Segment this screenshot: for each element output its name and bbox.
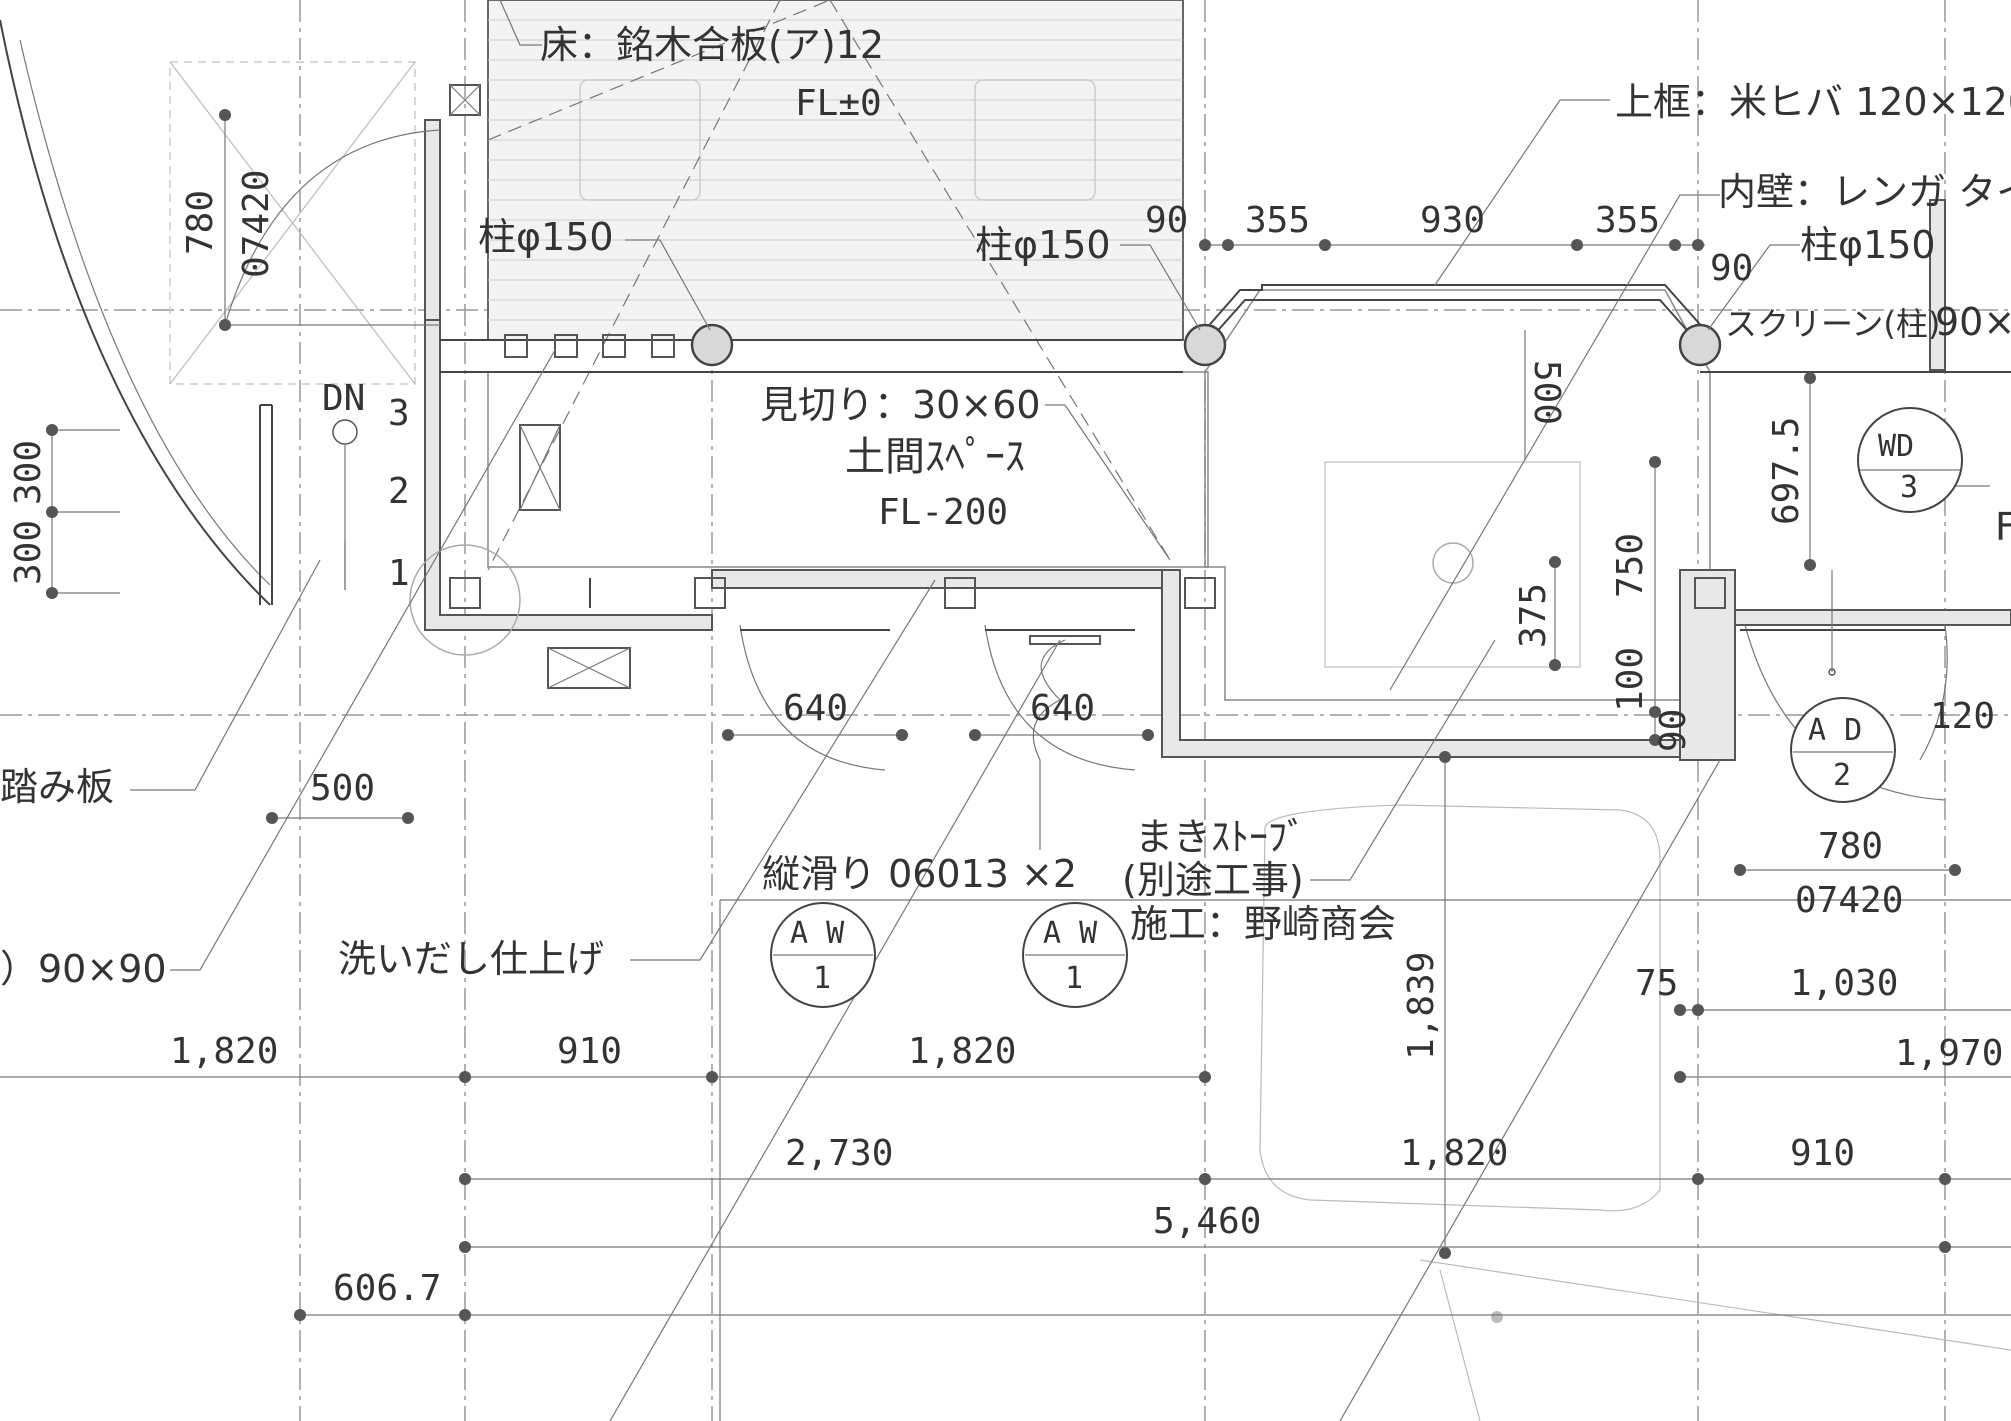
dim-90-top: 90: [1145, 200, 1188, 241]
dim-75: 75: [1635, 963, 1678, 1004]
stove: [1029, 635, 2011, 1421]
leader-lines: [130, 0, 2011, 1421]
dim-606-7: 606.7: [333, 1268, 441, 1309]
dim-07420-left: 07420: [236, 170, 277, 278]
dim-910-a: 910: [557, 1031, 622, 1072]
araidashi-label: 洗いだし仕上げ: [338, 937, 604, 981]
dim-910-b: 910: [1790, 1133, 1855, 1174]
fl-200-label: FL-200: [878, 492, 1008, 533]
dim-300b: 300: [8, 520, 49, 585]
deck-floor: [0, 19, 416, 606]
dim-1839: 1,839: [1401, 952, 1442, 1060]
dim-355b: 355: [1595, 200, 1660, 241]
svg-text:A D: A D: [1808, 713, 1862, 748]
floor-finish-label: 床：銘木合板(ア)12: [540, 23, 884, 67]
dim-500-mid: 500: [1526, 360, 1567, 425]
column-left-label: 柱φ150: [478, 215, 614, 259]
dim-90-mid: 90: [1653, 709, 1694, 752]
step-3-label: 3: [388, 393, 410, 434]
column-right-label: 柱φ150: [1800, 223, 1936, 267]
aw-1-tag-left: A W 1: [770, 902, 876, 1008]
column-mid-label: 柱φ150: [975, 223, 1111, 267]
dim-300a: 300: [8, 440, 49, 505]
svg-text:A W: A W: [1043, 916, 1098, 951]
dim-100: 100: [1610, 647, 1651, 712]
dim-90-top2: 90: [1710, 248, 1753, 289]
stove-contractor-label: 施工：野崎商会: [1130, 902, 1396, 946]
column-right: [1678, 323, 1722, 367]
dim-1970: 1,970: [1895, 1033, 2003, 1074]
dim-120: 120: [1930, 696, 1995, 737]
column-90-label: ）90×90: [0, 947, 167, 991]
dim-1820-b: 1,820: [908, 1031, 1016, 1072]
dim-780-left: 780: [180, 190, 221, 255]
step-2-label: 2: [388, 471, 410, 512]
dim-930: 930: [1420, 200, 1485, 241]
fl-zero-label: FL±0: [795, 83, 882, 124]
column-left: [690, 323, 734, 367]
svg-text:1: 1: [1065, 961, 1083, 996]
mikiri-label: 見切り：30×60: [760, 383, 1041, 427]
svg-text:3: 3: [1900, 470, 1918, 505]
stove-label: まきｽﾄｰﾌﾞ: [1135, 815, 1306, 859]
sill-blocks: [449, 334, 1726, 689]
labels: 床：銘木合板(ア)12 FL±0 上框：米ヒバ 120×120 内壁：レンガ タ…: [0, 23, 2011, 991]
tags: WD 3 A D 2 A W 1 A W 1: [770, 407, 1963, 1008]
edge-right-label: F: [1995, 505, 2011, 549]
dn-label: DN: [322, 378, 365, 419]
columns: [409, 323, 1722, 656]
door-swings: [224, 129, 1948, 801]
dim-07420-right: 07420: [1795, 880, 1903, 921]
dim-2730: 2,730: [785, 1133, 893, 1174]
dimension-text: 780 07420 300 300 500 640 640 90 355 930…: [8, 170, 2003, 1309]
dim-750: 750: [1610, 533, 1651, 598]
dim-500-left: 500: [310, 768, 375, 809]
wd-3-tag: WD 3: [1857, 407, 1963, 513]
step-1-label: 1: [388, 553, 410, 594]
doma-space-label: 土間ｽﾍﾟｰｽ: [845, 434, 1025, 480]
dim-355a: 355: [1245, 200, 1310, 241]
dim-1030: 1,030: [1790, 963, 1898, 1004]
inner-wall-label: 内壁：レンガ タイル貼: [1718, 170, 2011, 214]
screen-column-label: スクリーン(柱): [1725, 305, 1940, 343]
room-floor: [487, 0, 1184, 571]
svg-text:2: 2: [1833, 758, 1851, 793]
svg-text:1: 1: [813, 961, 831, 996]
aw-1-tag-right: A W 1: [1022, 902, 1128, 1008]
svg-text:WD: WD: [1878, 429, 1914, 464]
dim-640a: 640: [783, 688, 848, 729]
fumiita-label: 踏み板: [0, 765, 114, 809]
dim-1820-c: 1,820: [1400, 1133, 1508, 1174]
dim-780-right: 780: [1818, 826, 1883, 867]
svg-text:A W: A W: [790, 916, 845, 951]
tatesuberi-label: 縦滑り 06013 ×2: [762, 852, 1077, 896]
dim-5460: 5,460: [1153, 1201, 1261, 1242]
dimension-lines: [0, 109, 2011, 1321]
dim-640b: 640: [1030, 688, 1095, 729]
upper-frame-label: 上框：米ヒバ 120×120: [1615, 80, 2011, 124]
column-mid: [1183, 323, 1227, 367]
dim-697: 697.5: [1766, 417, 1807, 525]
stove-note-label: (別途工事): [1122, 858, 1304, 902]
ad-2-tag: A D 2: [1790, 697, 1896, 803]
dim-375: 375: [1513, 583, 1554, 648]
dim-1820-a: 1,820: [170, 1031, 278, 1072]
screen-dim-label: 90×: [1935, 300, 2011, 344]
